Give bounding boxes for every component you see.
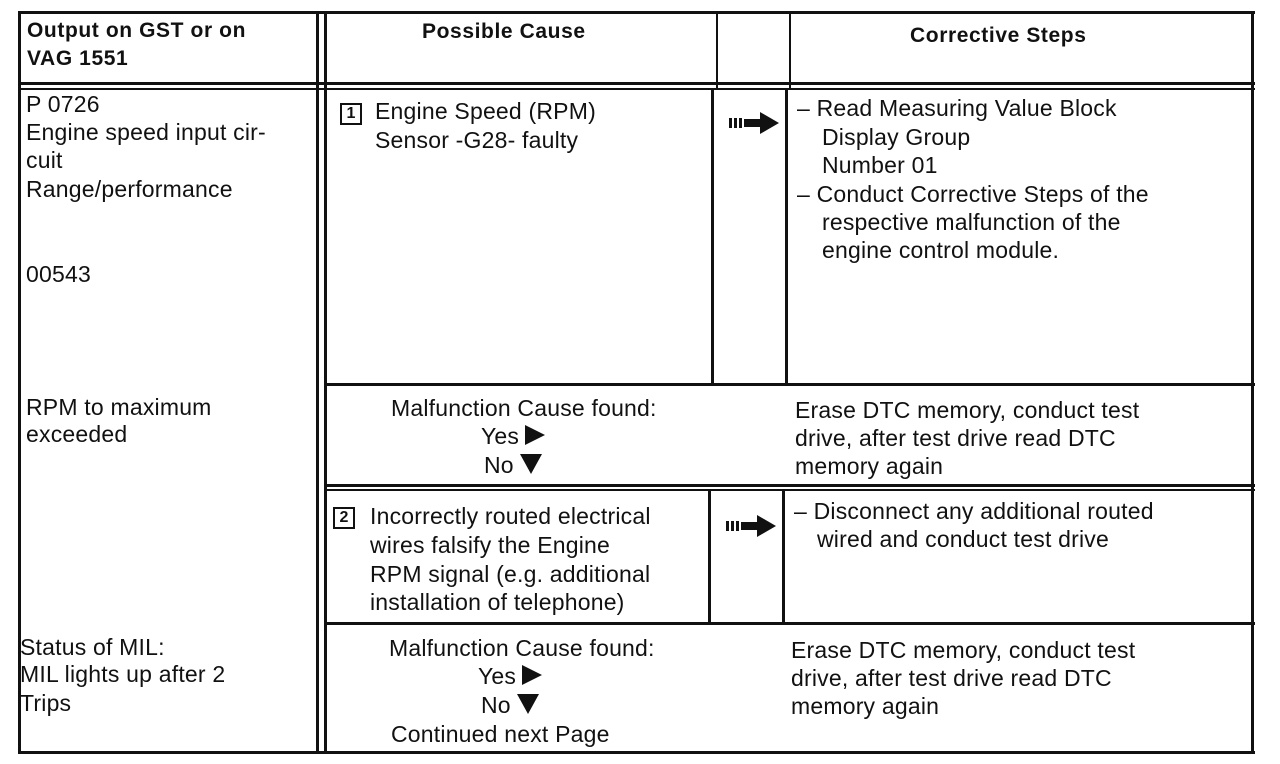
header-div-arrow-left: [716, 11, 718, 88]
found1-no-row: No: [484, 451, 542, 481]
header-output-line1: Output on GST or on: [27, 19, 247, 42]
header-output-line2: VAG 1551: [27, 47, 129, 70]
border-left: [18, 11, 21, 754]
border-top: [18, 11, 1255, 14]
left-col-divider: [316, 11, 319, 754]
mil-status-1: Status of MIL:: [20, 634, 165, 660]
triangle-down-icon: [516, 692, 539, 721]
header-possible-cause: Possible Cause: [422, 20, 586, 43]
header-div-arrow-right: [789, 11, 791, 88]
dtc-code: P 0726: [26, 91, 100, 117]
step2-corrective-2: wired and conduct test drive: [817, 526, 1109, 552]
dtc-description-2: cuit: [26, 147, 63, 173]
found1-bottom-line-2: [324, 489, 1255, 491]
found2-yes-row: Yes: [478, 662, 543, 692]
step1-cause-1: Engine Speed (RPM): [375, 98, 596, 124]
step1-div-arrow-left: [711, 88, 714, 385]
found2-no-row: No: [481, 691, 539, 721]
found2-no-label: No: [481, 692, 511, 718]
left-col-divider-2: [324, 11, 327, 754]
step1-corrective-6: engine control module.: [822, 237, 1060, 263]
found1-yes-row: Yes: [481, 422, 546, 452]
triangle-right-icon: [522, 663, 543, 692]
step1-corrective-3: Number 01: [822, 152, 938, 178]
header-corrective-steps: Corrective Steps: [910, 24, 1087, 47]
border-right: [1251, 11, 1254, 754]
step2-cause-1: Incorrectly routed electrical: [370, 503, 651, 529]
found1-action-1: Erase DTC memory, conduct test: [795, 397, 1140, 423]
triangle-down-icon: [519, 452, 542, 481]
found1-bottom-line: [324, 484, 1255, 487]
mil-status-2: MIL lights up after 2: [20, 661, 226, 687]
step2-cause-3: RPM signal (e.g. additional: [370, 561, 651, 587]
header-bottom-line-2: [18, 88, 1255, 90]
step1-number-box: 1: [340, 103, 362, 125]
step2-corrective-1: – Disconnect any additional routed: [794, 498, 1154, 524]
step1-corrective-4: – Conduct Corrective Steps of the: [797, 181, 1149, 207]
found2-label: Malfunction Cause found:: [389, 635, 655, 661]
rpm-note-2: exceeded: [26, 421, 128, 447]
found1-no-label: No: [484, 452, 514, 478]
found2-top-line: [324, 622, 1255, 625]
mil-status-3: Trips: [20, 690, 72, 716]
right-arrow-icon: [726, 515, 776, 537]
dtc-description-3: Range/performance: [26, 176, 233, 202]
triangle-right-icon: [525, 423, 546, 452]
border-bottom: [18, 751, 1255, 754]
step2-div-arrow-right: [782, 489, 785, 623]
step1-div-arrow-right: [785, 88, 788, 385]
step1-corrective-2: Display Group: [822, 124, 971, 150]
found1-yes-label: Yes: [481, 423, 520, 449]
found2-action-3: memory again: [791, 693, 940, 719]
step2-number-box: 2: [333, 507, 355, 529]
rpm-note-1: RPM to maximum: [26, 394, 212, 420]
found2-yes-label: Yes: [478, 663, 517, 689]
step1-corrective-1: – Read Measuring Value Block: [797, 95, 1117, 121]
step1-cause-2: Sensor -G28- faulty: [375, 127, 579, 153]
step2-cause-4: installation of telephone): [370, 589, 625, 615]
dtc-description-1: Engine speed input cir-: [26, 119, 266, 145]
header-bottom-line: [18, 82, 1255, 85]
vag-code: 00543: [26, 261, 91, 287]
found1-action-2: drive, after test drive read DTC: [795, 425, 1116, 451]
found1-label: Malfunction Cause found:: [391, 395, 657, 421]
step1-corrective-5: respective malfunction of the: [822, 209, 1121, 235]
step2-cause-2: wires falsify the Engine: [370, 532, 611, 558]
found1-top-line: [324, 383, 1255, 386]
continued-next-page: Continued next Page: [391, 721, 610, 747]
found2-action-2: drive, after test drive read DTC: [791, 665, 1112, 691]
step2-div-arrow-left: [708, 489, 711, 623]
found1-action-3: memory again: [795, 453, 944, 479]
right-arrow-icon: [729, 112, 779, 134]
found2-action-1: Erase DTC memory, conduct test: [791, 637, 1136, 663]
